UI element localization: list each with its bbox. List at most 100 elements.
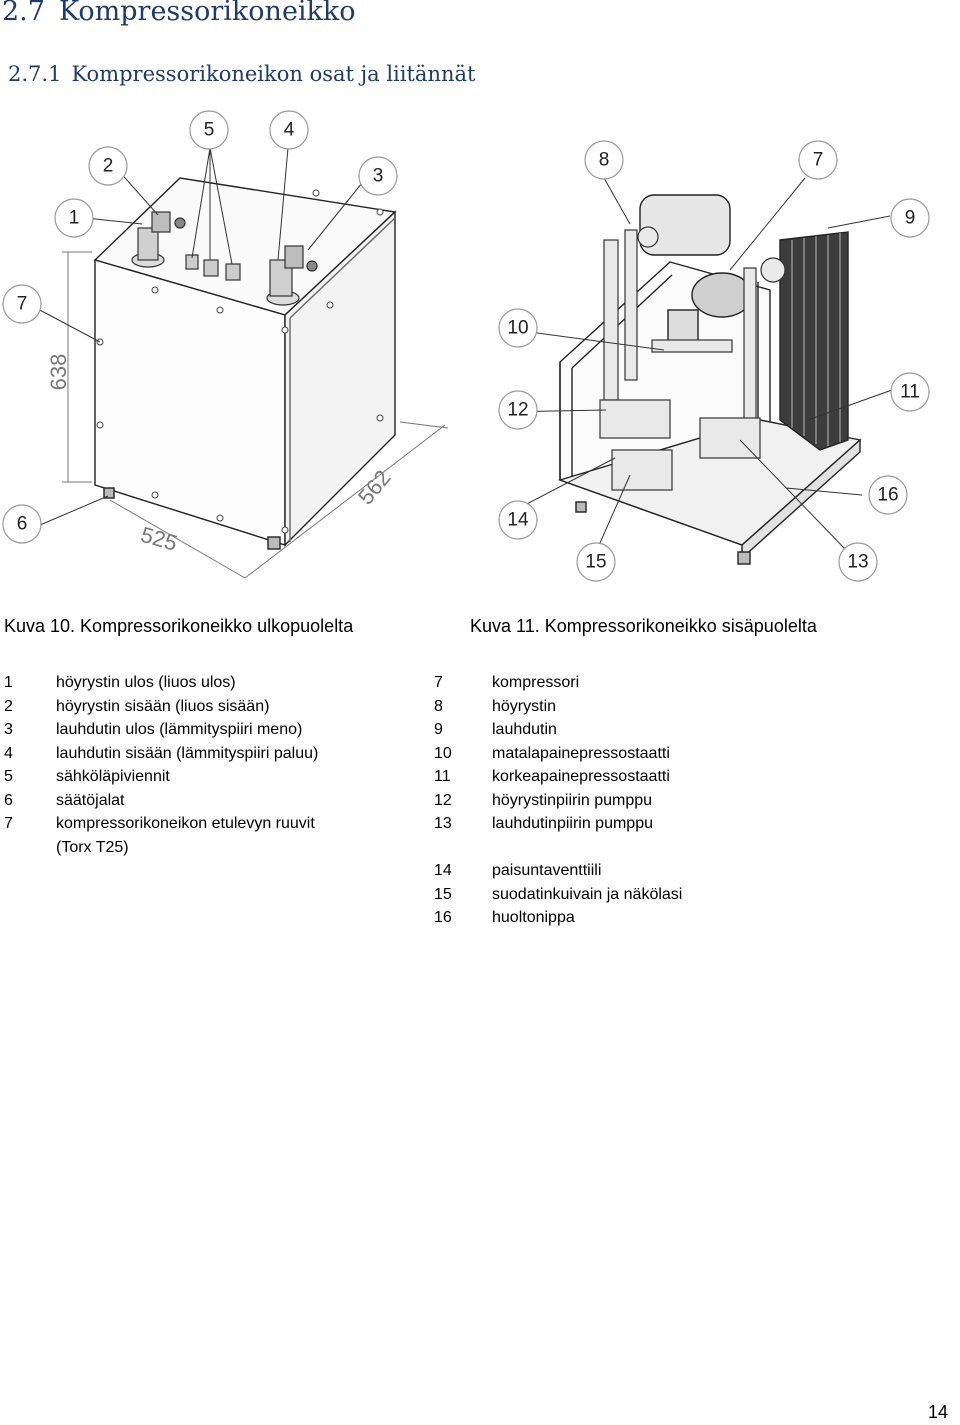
section-number: 2.7 [2,0,45,27]
callout-right-7: 7 [798,140,838,180]
legend-text: paisuntaventtiili [492,862,602,879]
legend-text: höyrystin ulos (liuos ulos) [56,674,236,691]
legend-item: 7 kompressorikoneikon etulevyn ruuvit [4,812,424,836]
legend-number: 1 [4,674,13,691]
legend-number: 16 [434,909,452,926]
legend-number [4,836,56,860]
callout-left-4: 4 [269,110,309,150]
page-number: 14 [927,1402,948,1422]
legend-text: kompressori [492,674,580,691]
legend-text: lauhdutinpiirin pumppu [492,815,653,832]
dimension-width: 525 [138,522,180,556]
legend-right: 7 kompressori 8 höyrystin 9 lauhdutin 10 mat… [434,671,854,930]
legend-text: lauhdutin [492,721,557,738]
callout-left-3: 3 [358,156,398,196]
svg-text:14: 14 [507,510,529,531]
legend-text: korkeapainepressostaatti [492,768,670,785]
callout-right-15: 15 [576,542,616,582]
svg-text:2: 2 [103,156,114,177]
svg-text:4: 4 [284,120,295,141]
legend-text: huoltonippa [492,909,575,926]
legend-item: 14 paisuntaventtiili [434,859,854,883]
svg-text:1: 1 [69,208,80,229]
legend-item: 4 lauhdutin sisään (lämmityspiiri paluu) [4,742,424,766]
subsection-heading: 2.7.1 Kompressorikoneikon osat ja liitänn… [8,62,485,86]
subsection-number: 2.7.1 [8,62,62,86]
dimension-height: 638 [46,354,71,391]
legend-item: 1 höyrystin ulos (liuos ulos) [4,671,424,695]
legend-number: 14 [434,862,452,879]
svg-text:9: 9 [905,208,916,229]
legend-number: 12 [434,791,452,809]
figure-caption-left: Kuva 10. Kompressorikoneikko ulkopuolelt… [4,616,354,636]
svg-text:3: 3 [373,166,384,187]
legend-item: 12 höyrystinpiirin pumppu [434,789,854,813]
legend-number: 4 [4,744,13,762]
legend-number: 7 [434,674,443,691]
callout-right-9: 9 [890,198,930,238]
legend-item: 2 höyrystin sisään (liuos sisään) [4,695,424,719]
legend-spacer [434,836,854,860]
legend-left: 1 höyrystin ulos (liuos ulos) 2 höyrystin … [4,671,424,859]
section-title: Kompressorikoneikko [58,0,356,27]
legend-item: 6 säätöjalat [4,789,424,813]
legend-item: 15 suodatinkuivain ja näkölasi [434,883,854,907]
svg-text:12: 12 [507,400,528,421]
callout-right-13: 13 [838,542,878,582]
legend-text: sähköläpiviennit [56,768,170,785]
legend-number: 13 [434,815,452,832]
legend-item: (Torx T25) [4,836,424,860]
svg-text:16: 16 [877,485,898,506]
svg-text:15: 15 [585,552,606,573]
legend-text: lauhdutin sisään (lämmityspiiri paluu) [56,744,319,762]
legend-item: 10 matalapainepressostaatti [434,742,854,766]
legend-number: 5 [4,768,13,785]
legend-item: 13 lauhdutinpiirin pumppu [434,812,854,836]
legend-number: 10 [434,744,452,762]
legend-text: matalapainepressostaatti [492,744,670,762]
legend-number: 15 [434,885,452,903]
svg-text:7: 7 [813,150,824,171]
legend-item: 16 huoltonippa [434,906,854,930]
svg-text:6: 6 [17,514,28,535]
svg-text:8: 8 [599,150,610,171]
callout-right-12: 12 [498,390,538,430]
legend-number: 6 [4,791,13,809]
legend-item: 11 korkeapainepressostaatti [434,765,854,789]
legend-item: 8 höyrystin [434,695,854,719]
exterior-unit-drawing [35,147,449,579]
legend-number: 11 [434,768,451,785]
svg-text:11: 11 [900,382,920,403]
subsection-title: Kompressorikoneikon osat ja liitännät [71,62,476,86]
legend-number: 3 [4,721,13,738]
callout-left-7: 7 [2,284,42,324]
callout-left-6: 6 [2,504,42,544]
legend-number: 9 [434,721,443,738]
legend-number: 8 [434,697,443,715]
svg-text:10: 10 [507,318,528,339]
legend-text: säätöjalat [56,791,125,809]
legend-text: höyrystinpiirin pumppu [492,791,653,809]
legend-number: 7 [4,815,13,832]
interior-unit-drawing [499,177,893,565]
callout-right-14: 14 [498,500,538,540]
legend-text: (Torx T25) [56,838,129,856]
legend-item: 5 sähköläpiviennit [4,765,424,789]
callout-left-5: 5 [189,110,229,150]
legend-text: suodatinkuivain ja näkölasi [492,885,683,903]
callout-right-16: 16 [868,475,908,515]
figures-area: 638 562 525 1 2 5 4 3 7 6 [2,110,930,582]
callout-right-11: 11 [890,372,930,412]
legend-number: 2 [4,697,13,715]
callout-right-8: 8 [584,140,624,180]
legend-text: kompressorikoneikon etulevyn ruuvit [56,815,315,832]
legend-text: höyrystin [492,697,557,715]
callout-left-2: 2 [88,146,128,186]
dimension-depth: 562 [353,465,396,509]
figure-caption-right: Kuva 11. Kompressorikoneikko sisäpuolelt… [470,616,817,636]
callout-right-10: 10 [498,308,538,348]
svg-text:13: 13 [847,552,868,573]
callout-left-1: 1 [54,198,94,238]
legend-text: höyrystin sisään (liuos sisään) [56,697,270,715]
